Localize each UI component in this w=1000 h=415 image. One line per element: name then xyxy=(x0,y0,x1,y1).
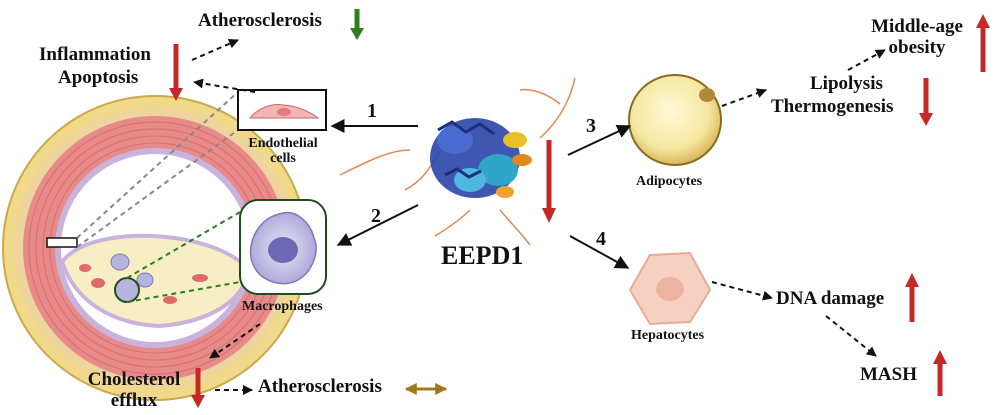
outcome-arrows xyxy=(191,39,886,395)
inflammation-label: Inflammation xyxy=(39,44,151,65)
cholesterol-efflux-label: Cholesterol efflux xyxy=(87,369,181,411)
macrophage-box xyxy=(239,199,327,295)
macrophages-label: Macrophages xyxy=(242,299,323,314)
atherosclerosis-top-label: Atherosclerosis xyxy=(198,10,322,31)
endothelial-cell-box xyxy=(237,89,327,131)
down-arrow-icon xyxy=(191,368,205,408)
middle-age-obesity-label: Middle-age obesity xyxy=(871,16,963,58)
up-arrow-icon xyxy=(933,350,947,396)
apoptosis-label: Apoptosis xyxy=(58,67,139,88)
pathway-number-4: 4 xyxy=(596,228,606,250)
pathway-number-2: 2 xyxy=(371,205,381,227)
eepd1-protein-structure xyxy=(339,77,576,246)
pathway-number-3: 3 xyxy=(586,115,596,137)
hepatocyte-cell xyxy=(628,251,712,326)
vessel-connectors xyxy=(76,91,241,303)
pathway-arrows xyxy=(330,119,632,269)
mash-label: MASH xyxy=(860,364,917,385)
arrow-3 xyxy=(567,124,632,156)
direction-indicators xyxy=(169,9,990,408)
up-arrow-icon xyxy=(905,273,919,322)
down-arrow-icon xyxy=(919,78,933,126)
adipocyte-cell xyxy=(628,74,722,166)
down-arrow-icon xyxy=(350,9,364,40)
dna-damage-label: DNA damage xyxy=(776,288,885,309)
blood-vessel xyxy=(2,95,308,401)
arrow-2 xyxy=(336,204,419,246)
lipolysis-label: Lipolysis xyxy=(810,73,883,94)
eepd1-title: EEPD1 xyxy=(441,241,524,270)
pathway-number-1: 1 xyxy=(367,100,377,122)
adipocytes-label: Adipocytes xyxy=(636,174,703,189)
down-arrow-icon xyxy=(169,44,183,101)
endothelial-cells-label: Endothelial cells xyxy=(248,136,318,167)
arrow-4 xyxy=(569,235,630,269)
thermogenesis-label: Thermogenesis xyxy=(771,96,894,117)
atherosclerosis-bottom-label: Atherosclerosis xyxy=(258,376,382,397)
down-arrow-icon xyxy=(542,140,556,223)
hepatocytes-label: Hepatocytes xyxy=(631,328,705,343)
up-arrow-icon xyxy=(976,14,990,72)
